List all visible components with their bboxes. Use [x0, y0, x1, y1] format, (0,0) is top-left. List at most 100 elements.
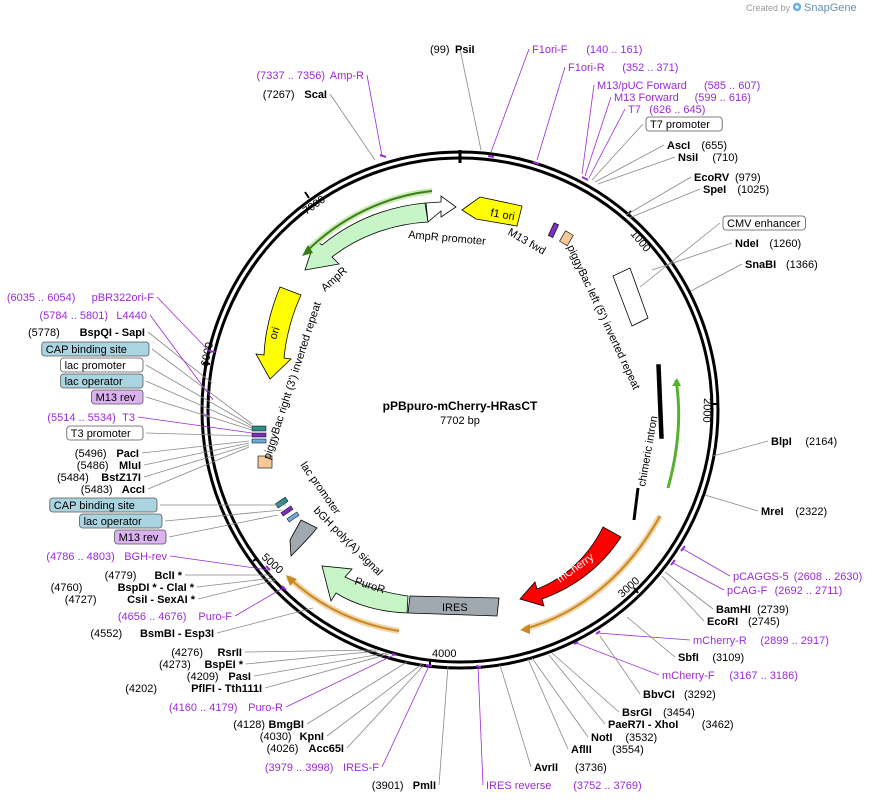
label-noti[interactable]: NotI(3532)	[591, 732, 657, 744]
label-mcherryf[interactable]: mCherry-F(3167 .. 3186)	[662, 670, 798, 682]
label-iresf-pos: (3979 .. 3998)	[265, 762, 334, 774]
label-puror_p[interactable]: (4160 .. 4179)Puro-R	[169, 702, 283, 714]
label-lacprom1[interactable]: lac promoter	[60, 357, 144, 373]
label-kpni[interactable]: (4030)KpnI	[260, 731, 324, 743]
feature-mcherry[interactable]: mCherry	[519, 526, 622, 607]
feature-lac-promoter[interactable]: lac promoter	[275, 460, 343, 523]
feature-ires[interactable]: IRES	[407, 595, 500, 617]
label-rsrii[interactable]: (4276)RsrII	[171, 647, 242, 659]
label-f1orir[interactable]: F1ori-R(352 .. 371)	[568, 62, 678, 74]
label-lacop2[interactable]: lac operator	[79, 513, 163, 529]
label-m13f[interactable]: M13 Forward(599 .. 616)	[614, 92, 751, 104]
label-lacop1[interactable]: lac operator	[60, 373, 144, 389]
label-psi[interactable]: (99)PsiI	[430, 44, 475, 56]
feature-ampr[interactable]: AmpR	[304, 202, 429, 294]
label-nsii[interactable]: NsiI(710)	[678, 152, 738, 164]
label-cap2-name: CAP binding site	[54, 500, 135, 512]
label-bghrev-pos: (4786 .. 4803)	[46, 551, 115, 563]
label-bspdi[interactable]: (4760)BspDI * - ClaI *	[51, 582, 195, 594]
label-bamhi-name: BamHI	[716, 604, 751, 616]
label-snabi[interactable]: SnaBI(1366)	[745, 259, 818, 271]
label-cap1[interactable]: CAP binding site	[41, 341, 150, 357]
label-ndei[interactable]: NdeI(1260)	[735, 238, 801, 250]
label-m13rev2[interactable]: M13 rev	[114, 529, 167, 545]
label-bcli[interactable]: (4779)BclI *	[105, 570, 183, 582]
label-blpi[interactable]: BlpI(2164)	[771, 436, 837, 448]
label-m13rev1-name: M13 rev	[96, 392, 136, 404]
label-avrii[interactable]: AvrII(3736)	[534, 762, 607, 774]
label-acc65i[interactable]: (4026)Acc65I	[267, 743, 344, 755]
label-pasi-name: PasI	[228, 671, 251, 683]
label-mlui[interactable]: (5486)MluI	[77, 460, 141, 472]
label-bghrev[interactable]: (4786 .. 4803)BGH-rev	[46, 551, 167, 563]
label-iresf[interactable]: (3979 .. 3998)IRES-F	[265, 762, 379, 774]
label-iresrev[interactable]: IRES reverse(3752 .. 3769)	[486, 780, 642, 792]
label-t7prom-name: T7 promoter	[650, 119, 710, 131]
label-f1orir-name: F1ori-R	[568, 62, 605, 74]
label-pcaggs[interactable]: pCAGGS-5(2608 .. 2630)	[733, 571, 862, 583]
label-ampr_p[interactable]: (7337 .. 7356)Amp-R	[257, 70, 365, 82]
label-bspei[interactable]: (4273)BspEI *	[159, 659, 244, 671]
label-nsii-name: NsiI	[678, 152, 698, 164]
label-bbvci[interactable]: BbvCI(3292)	[643, 689, 716, 701]
label-cmv[interactable]: CMV enhancer	[722, 215, 806, 231]
label-snabi-name: SnaBI	[745, 259, 776, 271]
label-paer7i[interactable]: PaeR7I - XhoI(3462)	[608, 719, 734, 731]
label-bsrgi[interactable]: BsrGI(3454)	[622, 707, 695, 719]
label-bspqi[interactable]: (5778)BspQI - SapI	[28, 327, 145, 339]
label-pbr322-pos: (6035 .. 6054)	[7, 292, 76, 304]
feature-chimeric-intron[interactable]: chimeric intron	[632, 364, 681, 521]
label-pflfi[interactable]: (4202)PflFI - Tth111I	[125, 683, 262, 695]
feature-f1-ori[interactable]: f1 ori	[461, 196, 523, 227]
label-iresrev-name: IRES reverse	[486, 780, 551, 792]
label-ecorv-pos: (979)	[735, 172, 761, 184]
label-acci-name: AccI	[122, 484, 145, 496]
label-paci[interactable]: (5496)PacI	[75, 448, 139, 460]
label-pasi[interactable]: (4209)PasI	[187, 671, 251, 683]
feature-m13-fwd[interactable]: M13 fwd	[506, 222, 574, 258]
label-bmgbi-name: BmgBI	[269, 719, 304, 731]
label-bspdi-pos: (4760)	[51, 582, 83, 594]
label-ecori[interactable]: EcoRI(2745)	[707, 616, 780, 628]
label-bsmbi[interactable]: (4552)BsmBI - Esp3I	[90, 628, 214, 640]
feature-puror[interactable]: PuroR	[321, 565, 409, 614]
label-msci[interactable]: MreI(2322)	[761, 506, 827, 518]
label-pbr322[interactable]: (6035 .. 6054)pBR322ori-F	[7, 292, 154, 304]
label-pcagf[interactable]: pCAG-F(2692 .. 2711)	[727, 585, 842, 597]
label-cap2[interactable]: CAP binding site	[49, 497, 158, 513]
label-sbfi[interactable]: SbfI(3109)	[678, 652, 744, 664]
label-asci[interactable]: AscI(655)	[667, 140, 727, 152]
label-m13rev2-name: M13 rev	[119, 532, 159, 544]
label-bsmbi-pos: (4552)	[90, 628, 122, 640]
ampr-promoter-label: AmpR promoter	[408, 229, 487, 248]
label-m13rev1[interactable]: M13 rev	[91, 389, 144, 405]
label-acci[interactable]: (5483)AccI	[81, 484, 145, 496]
tick-label-5000: 5000	[259, 551, 285, 576]
label-ecori-name: EcoRI	[707, 616, 738, 628]
label-mcherryr[interactable]: mCherry-R(2899 .. 2917)	[693, 635, 829, 647]
label-bstz17i[interactable]: (5484)BstZ17I	[57, 472, 141, 484]
label-pflfi-name: PflFI - Tth111I	[191, 683, 262, 695]
label-t3prom[interactable]: T3 promoter	[66, 425, 144, 441]
label-f1orif[interactable]: F1ori-F(140 .. 161)	[532, 44, 642, 56]
label-bbvci-name: BbvCI	[643, 689, 675, 701]
feature-piggybac-left[interactable]: piggyBac left (5') inverted repeat	[564, 243, 649, 391]
label-t7prom[interactable]: T7 promoter	[645, 116, 723, 132]
label-scai[interactable]: (7267)ScaI	[263, 89, 327, 101]
label-l4440[interactable]: (5784 .. 5801)L4440	[40, 310, 148, 322]
label-t7[interactable]: T7(626 .. 645)	[628, 104, 705, 116]
label-ecorv[interactable]: EcoRV(979)	[694, 172, 761, 184]
label-bmgbi[interactable]: (4128)BmgBI	[233, 719, 304, 731]
label-kpni-pos: (4030)	[260, 731, 292, 743]
label-m13puc[interactable]: M13/pUC Forward(585 .. 607)	[597, 80, 760, 92]
label-t3[interactable]: (5514 .. 5534)T3	[47, 412, 135, 424]
label-purof[interactable]: (4656 .. 4676)Puro-F	[118, 611, 232, 623]
label-pmli[interactable]: (3901)PmlI	[372, 780, 436, 792]
label-csii[interactable]: (4727)CsiI - SexAI *	[65, 594, 196, 606]
label-aflii[interactable]: AflII(3554)	[571, 744, 644, 756]
feature-ori[interactable]: ori	[255, 286, 302, 380]
label-t3prom-name: T3 promoter	[71, 428, 131, 440]
label-bamhi[interactable]: BamHI(2739)	[716, 604, 789, 616]
label-spei[interactable]: SpeI(1025)	[703, 184, 769, 196]
